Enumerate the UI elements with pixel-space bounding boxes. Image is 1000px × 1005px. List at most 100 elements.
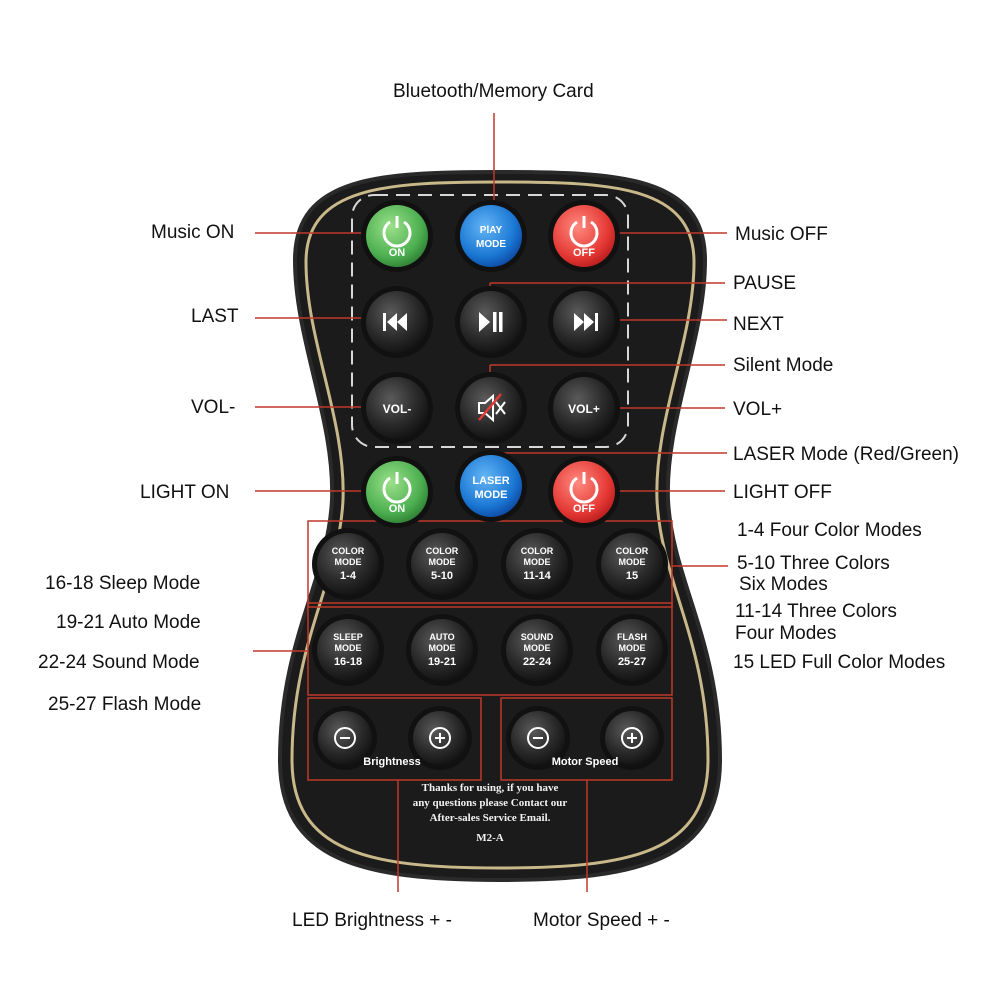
remote-motor-label: Motor Speed: [552, 756, 619, 768]
next-button[interactable]: [548, 286, 620, 358]
light-off-button[interactable]: OFF: [548, 456, 620, 528]
last-button[interactable]: [361, 286, 433, 358]
svg-text:5-10: 5-10: [431, 570, 453, 582]
brightness-minus-button[interactable]: [313, 706, 377, 770]
motor-plus-button[interactable]: [600, 706, 664, 770]
svg-text:LASER: LASER: [472, 475, 509, 487]
minus-circle-icon: [334, 727, 356, 749]
color-mode-1-4-button[interactable]: COLOR MODE 1-4: [312, 528, 384, 600]
bluetooth-dashed-box: [351, 194, 629, 448]
label-brightness: LED Brightness + -: [292, 910, 452, 931]
svg-text:ON: ON: [389, 503, 406, 515]
vol-minus-button[interactable]: VOL-: [361, 372, 433, 444]
label-silent: Silent Mode: [733, 355, 834, 376]
music-on-button[interactable]: ON: [361, 200, 433, 272]
svg-text:ON: ON: [389, 247, 406, 259]
color-mode-15-button[interactable]: COLOR MODE 15: [596, 528, 668, 600]
svg-text:MODE: MODE: [335, 643, 362, 653]
svg-text:MODE: MODE: [524, 557, 551, 567]
label-next: NEXT: [733, 314, 784, 335]
label-auto: 19-21 Auto Mode: [56, 612, 201, 633]
color-mode-11-14-button[interactable]: COLOR MODE 11-14: [501, 528, 573, 600]
label-last: LAST: [191, 306, 239, 327]
svg-text:MODE: MODE: [475, 489, 508, 501]
svg-text:COLOR: COLOR: [521, 546, 554, 556]
brightness-plus-button[interactable]: [408, 706, 472, 770]
svg-text:MODE: MODE: [335, 557, 362, 567]
label-bluetooth: Bluetooth/Memory Card: [393, 81, 594, 102]
label-motor: Motor Speed + -: [533, 910, 670, 931]
svg-text:COLOR: COLOR: [426, 546, 459, 556]
flash-mode-button[interactable]: FLASH MODE 25-27: [596, 614, 668, 686]
svg-text:MODE: MODE: [619, 643, 646, 653]
previous-track-icon: [383, 313, 407, 331]
svg-text:MODE: MODE: [476, 239, 506, 250]
mode-box: [307, 602, 673, 696]
label-light-on: LIGHT ON: [140, 482, 230, 503]
remote-body: [277, 169, 723, 883]
play-mode-button[interactable]: PlAY MODE: [455, 200, 527, 272]
remote-footer-line-3: After-sales Service Email.: [430, 812, 551, 824]
svg-text:OFF: OFF: [573, 503, 595, 515]
label-color-15: 15 LED Full Color Modes: [733, 652, 946, 673]
label-laser: LASER Mode (Red/Green): [733, 444, 959, 465]
label-color-11-14-line2: Four Modes: [735, 623, 837, 644]
svg-text:1-4: 1-4: [340, 570, 357, 582]
auto-mode-button[interactable]: AUTO MODE 19-21: [406, 614, 478, 686]
svg-text:MODE: MODE: [429, 557, 456, 567]
play-pause-button[interactable]: [455, 286, 527, 358]
svg-text:COLOR: COLOR: [616, 546, 649, 556]
label-music-on: Music ON: [151, 222, 235, 243]
svg-text:VOL-: VOL-: [383, 402, 412, 416]
svg-text:MODE: MODE: [619, 557, 646, 567]
label-music-off: Music OFF: [735, 224, 828, 245]
light-on-button[interactable]: ON: [361, 456, 433, 528]
remote-footer-line-1: Thanks for using, if you have: [422, 782, 559, 794]
label-light-off: LIGHT OFF: [733, 482, 832, 503]
mute-button[interactable]: [455, 372, 527, 444]
music-off-button[interactable]: OFF: [548, 200, 620, 272]
remote-footer-line-2: any questions please Contact our: [413, 797, 568, 809]
label-color-11-14-line1: 11-14 Three Colors: [735, 601, 897, 622]
svg-text:VOL+: VOL+: [568, 402, 600, 416]
svg-text:AUTO: AUTO: [429, 632, 454, 642]
svg-text:16-18: 16-18: [334, 656, 362, 668]
svg-text:PlAY: PlAY: [480, 225, 503, 236]
label-vol-minus: VOL-: [191, 397, 236, 418]
plus-circle-icon: [429, 727, 451, 749]
label-color-5-10-line1: 5-10 Three Colors: [737, 553, 890, 574]
minus-circle-icon: [527, 727, 549, 749]
remote-brightness-label: Brightness: [363, 756, 420, 768]
svg-text:MODE: MODE: [524, 643, 551, 653]
remote-gold-trim: [290, 180, 710, 870]
plus-circle-icon: [621, 727, 643, 749]
mute-speaker-icon: [478, 393, 506, 423]
svg-text:MODE: MODE: [429, 643, 456, 653]
remote-model: M2-A: [476, 832, 504, 844]
color-mode-5-10-button[interactable]: COLOR MODE 5-10: [406, 528, 478, 600]
motor-minus-button[interactable]: [506, 706, 570, 770]
svg-text:FLASH: FLASH: [617, 632, 647, 642]
label-flash: 25-27 Flash Mode: [48, 694, 202, 715]
svg-text:COLOR: COLOR: [332, 546, 365, 556]
svg-text:11-14: 11-14: [523, 570, 551, 582]
sleep-mode-button[interactable]: SLEEP MODE 16-18: [312, 614, 384, 686]
label-color-5-10-line2: Six Modes: [739, 574, 828, 595]
next-track-icon: [574, 313, 598, 331]
svg-text:25-27: 25-27: [618, 656, 646, 668]
sound-mode-button[interactable]: SOUND MODE 22-24: [501, 614, 573, 686]
label-sound: 22-24 Sound Mode: [38, 652, 200, 673]
laser-mode-button[interactable]: LASER MODE: [455, 450, 527, 522]
svg-text:SLEEP: SLEEP: [333, 632, 363, 642]
vol-plus-button[interactable]: VOL+: [548, 372, 620, 444]
play-pause-icon: [479, 312, 503, 332]
label-color-1-4: 1-4 Four Color Modes: [737, 520, 922, 541]
label-vol-plus: VOL+: [733, 399, 783, 420]
svg-text:15: 15: [626, 570, 638, 582]
label-sleep: 16-18 Sleep Mode: [45, 573, 201, 594]
brightness-box: [307, 697, 482, 781]
svg-text:19-21: 19-21: [428, 656, 456, 668]
label-pause: PAUSE: [733, 273, 797, 294]
